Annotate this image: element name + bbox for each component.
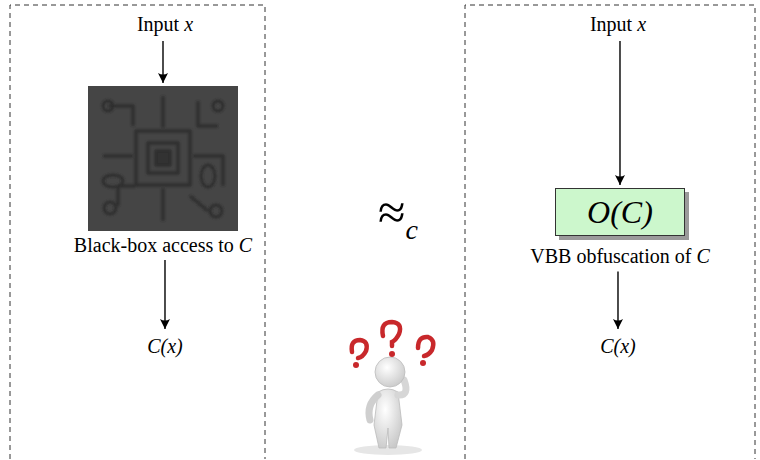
obfuscation-box: O(C) VBB obfuscation of C xyxy=(530,188,709,268)
box-caption: VBB obfuscation of C xyxy=(530,244,709,268)
flow-arrow xyxy=(162,41,163,83)
flow-arrow xyxy=(617,271,618,329)
io-text: C(x) xyxy=(594,332,642,360)
flow-arrow xyxy=(164,260,165,329)
black-box: Black-box access to C xyxy=(88,86,238,257)
flow-arrow xyxy=(619,41,620,185)
panel-border xyxy=(465,5,755,459)
io-label: Input x xyxy=(131,10,199,38)
thinking-person xyxy=(352,322,434,455)
box-title: O(C) xyxy=(574,193,666,231)
io-text: C(x) xyxy=(141,332,189,360)
io-label: Input x xyxy=(584,10,652,38)
io-text: Input x xyxy=(584,10,652,38)
black-box-chip xyxy=(88,86,238,231)
box-caption: Black-box access to C xyxy=(74,233,252,257)
approx-symbol: ≈c xyxy=(378,187,418,244)
io-text: Input x xyxy=(131,10,199,38)
panel-border xyxy=(10,5,265,459)
io-label: C(x) xyxy=(594,332,642,360)
io-label: C(x) xyxy=(141,332,189,360)
